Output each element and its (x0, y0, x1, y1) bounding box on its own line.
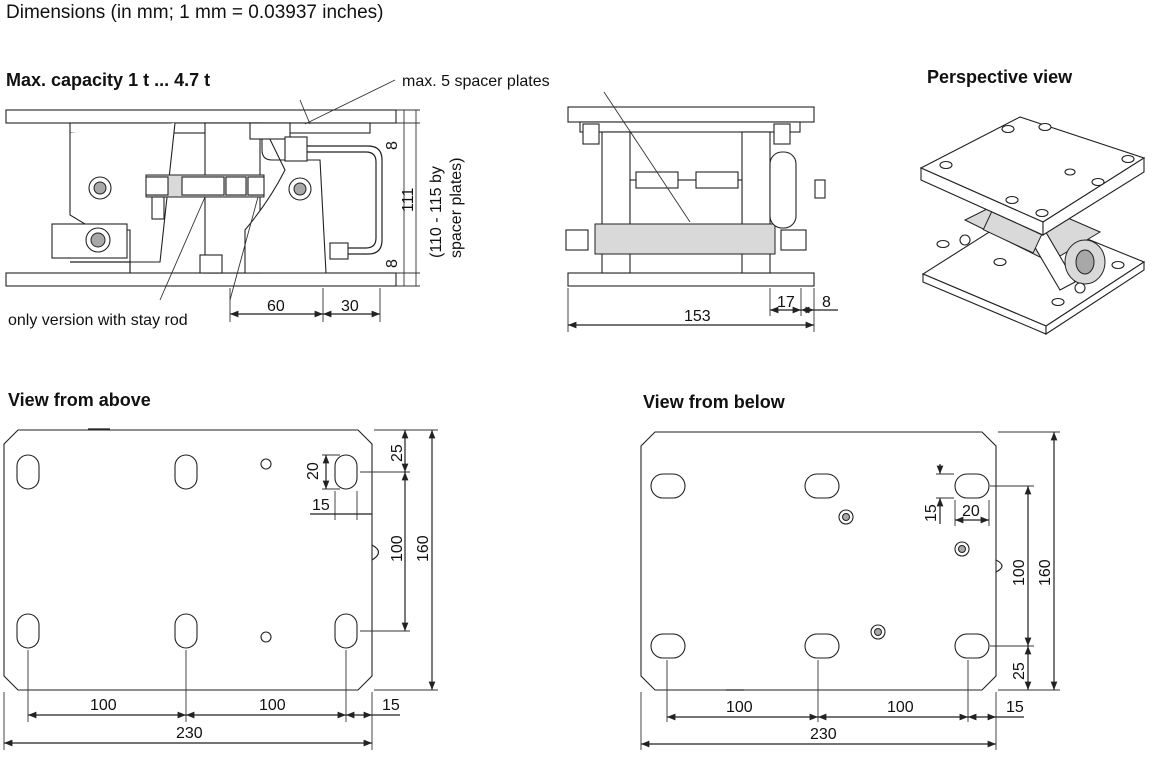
bottom-plate (567, 272, 815, 287)
bolt-shaft (594, 223, 776, 255)
dim-160: 160 (415, 535, 432, 562)
view-from-below: 100 100 15 230 15 20 100 160 25 (640, 431, 1060, 750)
dim-25: 25 (389, 444, 406, 462)
dim-160: 160 (1037, 559, 1054, 586)
perspective-view-title: Perspective view (927, 67, 1073, 87)
mounting-slot (804, 473, 840, 499)
stay-rod-note: only version with stay rod (8, 312, 188, 329)
mounting-slot (16, 454, 40, 490)
perspective-view (919, 116, 1146, 336)
dim-30: 30 (341, 298, 359, 315)
mounting-slot (174, 613, 198, 649)
mounting-slot (804, 633, 840, 659)
mounting-slot (16, 613, 40, 649)
mounting-slot (954, 473, 990, 499)
dim-230: 230 (176, 725, 203, 742)
bottom-plate (5, 272, 397, 287)
top-plate (567, 106, 815, 123)
view-from-below-title: View from below (643, 392, 785, 412)
mounting-slot (334, 454, 358, 490)
ground-cable (307, 145, 383, 255)
plate-outline (3, 429, 373, 691)
dim-100-a: 100 (90, 697, 117, 714)
dim-height: 111 (400, 188, 417, 212)
dim-15-edge: 15 (1006, 699, 1024, 716)
dim-100-b: 100 (259, 697, 286, 714)
rocker (769, 151, 797, 229)
view-from-above: 100 100 15 230 20 15 25 100 160 (3, 428, 438, 750)
mounting-slot (650, 473, 686, 499)
dim-height-range-2: spacer plates) (448, 158, 465, 259)
dim-15-slot: 15 (923, 504, 940, 522)
dim-bottom-plate: 8 (384, 259, 401, 268)
dim-15-edge: 15 (382, 697, 400, 714)
front-view: 153 17 8 (565, 91, 838, 332)
dim-8: 8 (822, 294, 831, 311)
mounting-slot (954, 633, 990, 659)
mounting-slot (650, 633, 686, 659)
view-from-above-title: View from above (8, 390, 151, 410)
dimensions-note: Dimensions (in mm; 1 mm = 0.03937 inches… (6, 2, 384, 23)
dim-100-vert: 100 (389, 535, 406, 562)
dim-25: 25 (1011, 662, 1028, 680)
dim-60: 60 (267, 298, 285, 315)
top-plate (5, 109, 397, 124)
capacity-title: Max. capacity 1 t ... 4.7 t (6, 70, 211, 90)
top-plate (919, 116, 1146, 223)
spacer-plates-note: max. 5 spacer plates (402, 73, 550, 90)
mounting-slot (334, 613, 358, 649)
dim-100-b: 100 (887, 699, 914, 716)
spacer-plates (579, 121, 801, 133)
dim-153: 153 (684, 308, 711, 325)
dim-230: 230 (810, 726, 837, 743)
dim-15-slot: 15 (312, 497, 330, 514)
mounting-slot (174, 454, 198, 490)
dim-20: 20 (305, 462, 322, 480)
dim-17: 17 (777, 294, 795, 311)
dim-height-range: (110 - 115 by (428, 166, 445, 258)
lower-mount (51, 223, 128, 259)
top-nut (249, 122, 291, 140)
plate-outline (640, 431, 997, 691)
dim-20: 20 (962, 503, 980, 520)
side-view: max. 5 spacer plates only version with s… (5, 73, 550, 329)
dim-top-plate: 8 (384, 141, 401, 150)
dim-100-vert: 100 (1011, 559, 1028, 586)
dim-100-a: 100 (726, 699, 753, 716)
